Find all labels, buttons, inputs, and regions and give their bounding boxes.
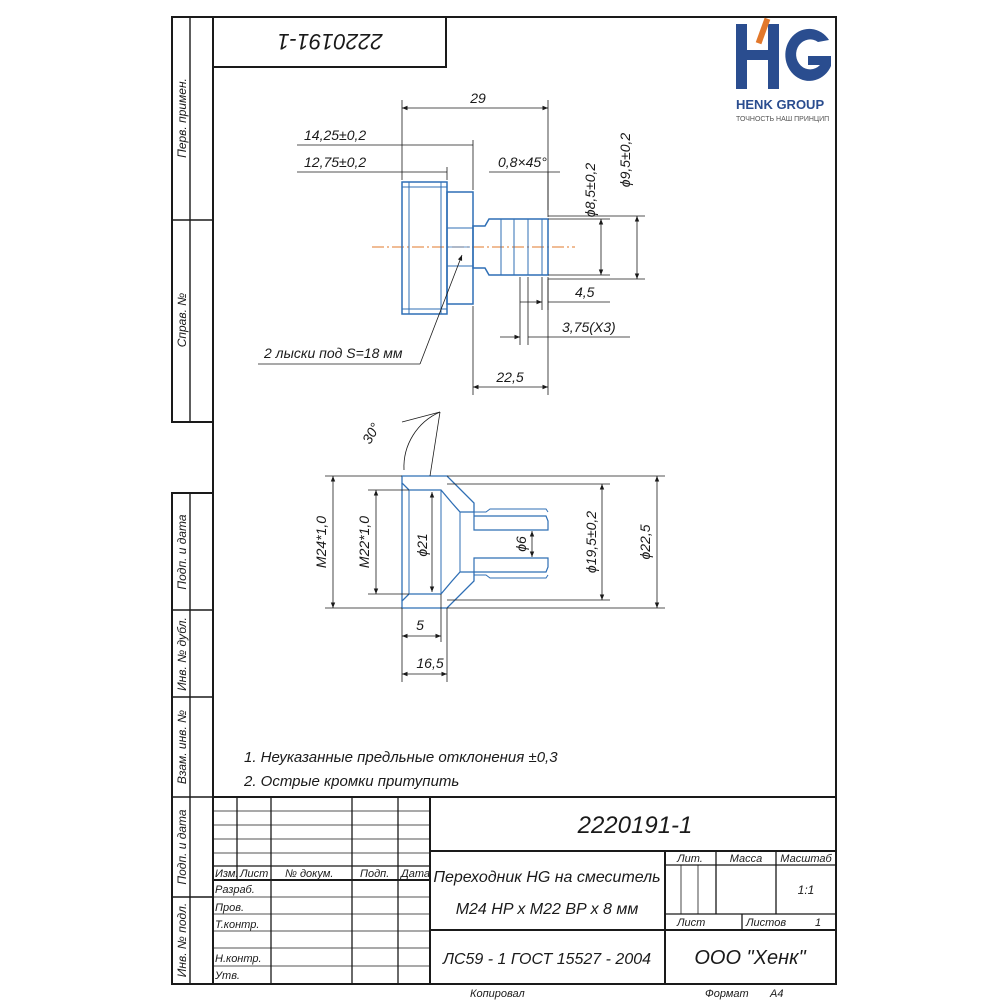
header-masshtab: Масштаб	[780, 853, 832, 865]
company: ООО "Хенк"	[694, 947, 806, 969]
side-label-vzam-inv: Взам. инв. №	[175, 710, 189, 784]
side-label-perv-primen: Перв. примен.	[175, 78, 189, 158]
logo-tagline: ТОЧНОСТЬ НАШ ПРИНЦИП	[736, 116, 829, 123]
header-dokum: № докум.	[285, 868, 333, 880]
dim-m24: M24*1,0	[313, 516, 329, 568]
title-block-text: 2220191-1 Изм. Лист № докум. Подп. Дата …	[214, 812, 832, 982]
side-label-podp-data-2: Подп. и дата	[175, 809, 189, 884]
row-tkontr: Т.контр.	[215, 919, 259, 931]
footer-format-value: A4	[769, 988, 783, 1000]
note-1: 1. Неуказанные предльные отклонения ±0,3	[244, 749, 558, 766]
henk-group-logo: HENK GROUP ТОЧНОСТЬ НАШ ПРИНЦИП	[736, 17, 831, 123]
footer-format-label: Формат	[705, 988, 749, 1000]
label-listov: Листов	[745, 917, 786, 929]
title-block	[212, 796, 837, 985]
header-list: Лист	[239, 868, 268, 880]
title-doc-code: 2220191-1	[577, 812, 693, 839]
flats-note: 2 лыски под S=18 мм	[263, 345, 403, 361]
dimensions-side-view: 29 14,25±0,2 12,75±0,2 0,8×45° ϕ8,5±0,2 …	[258, 90, 645, 395]
dim-chamfer: 0,8×45°	[498, 154, 547, 170]
header-massa: Масса	[730, 853, 763, 865]
side-label-sprav-no: Справ. №	[175, 293, 189, 348]
dim-angle-30: 30°	[359, 420, 384, 447]
dim-22-5: 22,5	[495, 369, 523, 385]
dim-dia-6: ϕ6	[513, 536, 529, 552]
side-label-inv-dubl: Инв. № дубл.	[175, 617, 189, 691]
side-label-inv-podl: Инв. № подл.	[175, 903, 189, 977]
dim-dia-19-5: ϕ19,5±0,2	[583, 511, 599, 573]
header-izm: Изм.	[215, 868, 238, 880]
part-name-line-2: M24 HP x M22 BP x 8 мм	[456, 901, 639, 918]
dim-dia-9-5: ϕ9,5±0,2	[617, 133, 633, 188]
side-labels: Перв. примен. Справ. № Подп. и дата Инв.…	[175, 78, 189, 977]
part-section-view	[401, 475, 549, 609]
dim-dia-8-5: ϕ8,5±0,2	[582, 163, 598, 218]
row-razrab: Разраб.	[215, 884, 255, 896]
dim-14-25: 14,25±0,2	[304, 127, 366, 143]
dimensions-section-view: 30° M24*1,0 M22*1,0 ϕ21 ϕ6 ϕ19,5±0,2 ϕ22…	[313, 411, 665, 682]
dim-m22: M22*1,0	[356, 516, 372, 568]
technical-notes: 1. Неуказанные предльные отклонения ±0,3…	[243, 749, 558, 790]
dim-3-75: 3,75(X3)	[562, 319, 616, 335]
footer-kopiroval: Копировал	[470, 988, 525, 1000]
listov-value: 1	[815, 917, 821, 929]
logo-brand: HENK GROUP	[736, 97, 824, 112]
part-name-line-1: Переходник HG на смеситель	[433, 869, 660, 886]
top-code-rotated: 2220191-1	[277, 29, 383, 54]
side-label-podp-data-1: Подп. и дата	[175, 514, 189, 589]
note-2: 2. Острые кромки притупить	[243, 773, 459, 790]
footer: Копировал Формат A4	[470, 988, 783, 1000]
dim-dia-21: ϕ21	[414, 533, 430, 556]
header-podp: Подп.	[360, 868, 389, 880]
dim-29: 29	[469, 90, 486, 106]
dim-4-5: 4,5	[575, 284, 595, 300]
header-data: Дата	[399, 868, 430, 880]
part-side-view	[372, 181, 575, 315]
scale-value: 1:1	[798, 883, 815, 897]
header-lit: Лит.	[676, 853, 703, 865]
label-list: Лист	[676, 917, 705, 929]
dim-dia-22-5: ϕ22,5	[637, 524, 653, 559]
material: ЛС59 - 1 ГОСТ 15527 - 2004	[442, 951, 651, 968]
dim-12-75: 12,75±0,2	[304, 154, 366, 170]
row-prov: Пров.	[215, 902, 244, 914]
dim-16-5: 16,5	[416, 655, 443, 671]
row-nkontr: Н.контр.	[215, 953, 262, 965]
row-utv: Утв.	[214, 970, 240, 982]
dim-5: 5	[416, 617, 424, 633]
